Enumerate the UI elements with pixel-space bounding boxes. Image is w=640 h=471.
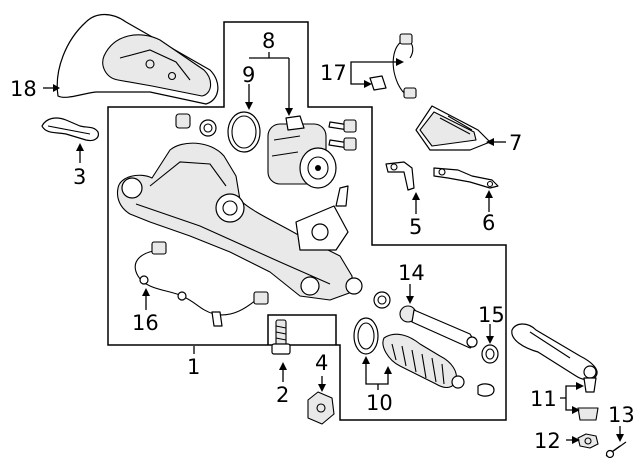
callout-18: 18 (10, 77, 37, 101)
callout-11: 11 (530, 387, 557, 411)
inner-tie-rod-part-14 (399, 305, 478, 349)
bolts-motor (328, 119, 357, 151)
callout-14: 14 (398, 261, 425, 285)
clip-part-4 (307, 391, 335, 425)
heat-shield-part (56, 13, 219, 105)
bushings (175, 113, 217, 137)
callout-5: 5 (409, 215, 422, 239)
boot-kit-part-10 (353, 317, 495, 397)
cotter-pin-part-13 (605, 441, 627, 459)
motor-unit-part-8 (267, 115, 337, 189)
washer-rack (373, 291, 391, 309)
callout-1: 1 (187, 355, 200, 379)
callout-8: 8 (262, 29, 275, 53)
bracket-part-6 (433, 167, 499, 189)
callout-3: 3 (73, 165, 86, 189)
assembly-frame-main (107, 21, 507, 421)
callout-12: 12 (534, 429, 561, 453)
bracket-part-3 (41, 117, 99, 142)
callout-15: 15 (478, 303, 505, 327)
o-ring-part-9 (227, 111, 261, 153)
shield-part-7 (415, 105, 491, 151)
clamp-part-15 (481, 344, 499, 364)
nut-part-12 (577, 433, 599, 449)
bracket-part-5 (385, 161, 415, 191)
wiring-harness-part-16 (134, 241, 269, 327)
callout-7: 7 (509, 131, 522, 155)
callout-9: 9 (242, 63, 255, 87)
callout-17: 17 (320, 61, 347, 85)
callout-16: 16 (132, 311, 159, 335)
outer-tie-rod-part-11 (511, 323, 599, 421)
leader-lines (43, 52, 624, 444)
callout-13: 13 (608, 403, 635, 427)
sensor-wire-part-17 (369, 33, 417, 99)
callout-4: 4 (315, 351, 328, 375)
callout-6: 6 (482, 211, 495, 235)
bolt-part-2 (271, 319, 291, 355)
callout-2: 2 (276, 383, 289, 407)
callout-10: 10 (366, 391, 393, 415)
steering-rack-housing (116, 142, 363, 301)
